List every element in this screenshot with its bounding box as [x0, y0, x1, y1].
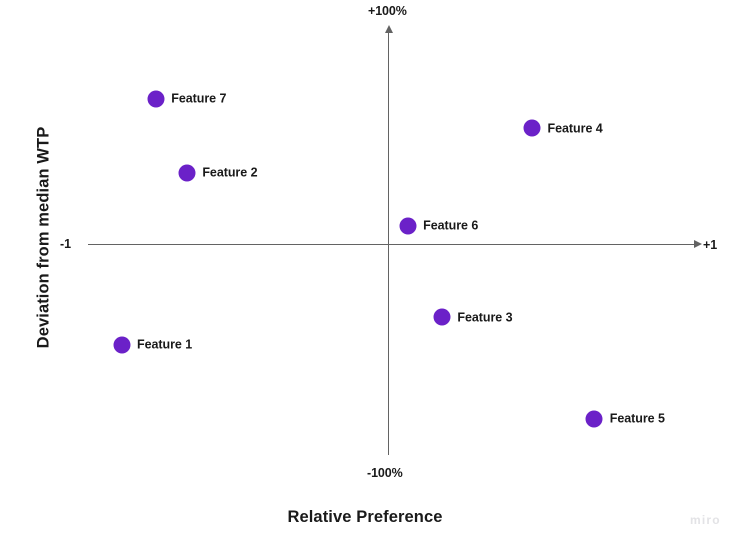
x-axis-max-label: +1	[703, 238, 718, 252]
data-point-label: Feature 7	[171, 91, 227, 106]
data-point[interactable]: Feature 3	[433, 308, 513, 326]
data-point-dot[interactable]	[399, 217, 417, 235]
data-point-dot[interactable]	[433, 308, 451, 326]
y-axis-title: Deviation from median WTP	[34, 126, 53, 349]
data-point-dot[interactable]	[113, 336, 131, 354]
miro-watermark: miro	[690, 513, 721, 527]
y-axis-max-label: +100%	[368, 4, 407, 18]
data-point[interactable]: Feature 7	[147, 90, 227, 108]
data-point[interactable]: Feature 4	[523, 119, 603, 137]
data-point-label: Feature 5	[609, 411, 665, 426]
x-axis-min-label: -1	[60, 237, 71, 251]
data-point-dot[interactable]	[585, 410, 603, 428]
data-point[interactable]: Feature 2	[178, 164, 258, 182]
data-point-label: Feature 1	[137, 337, 193, 352]
data-point-dot[interactable]	[147, 90, 165, 108]
data-point-label: Feature 3	[457, 310, 513, 325]
data-point[interactable]: Feature 5	[585, 410, 665, 428]
y-axis-line	[388, 32, 390, 455]
data-point[interactable]: Feature 1	[113, 336, 193, 354]
data-point-label: Feature 6	[423, 218, 479, 233]
x-axis-title: Relative Preference	[287, 508, 443, 526]
data-point-dot[interactable]	[178, 164, 196, 182]
x-axis-line	[88, 244, 696, 246]
data-point-label: Feature 4	[547, 121, 603, 136]
x-axis-arrow-icon	[694, 240, 702, 248]
y-axis-arrow-icon	[385, 25, 393, 33]
data-point-label: Feature 2	[202, 165, 258, 180]
data-point-dot[interactable]	[523, 119, 541, 137]
y-axis-min-label: -100%	[367, 466, 403, 480]
data-point[interactable]: Feature 6	[399, 217, 479, 235]
